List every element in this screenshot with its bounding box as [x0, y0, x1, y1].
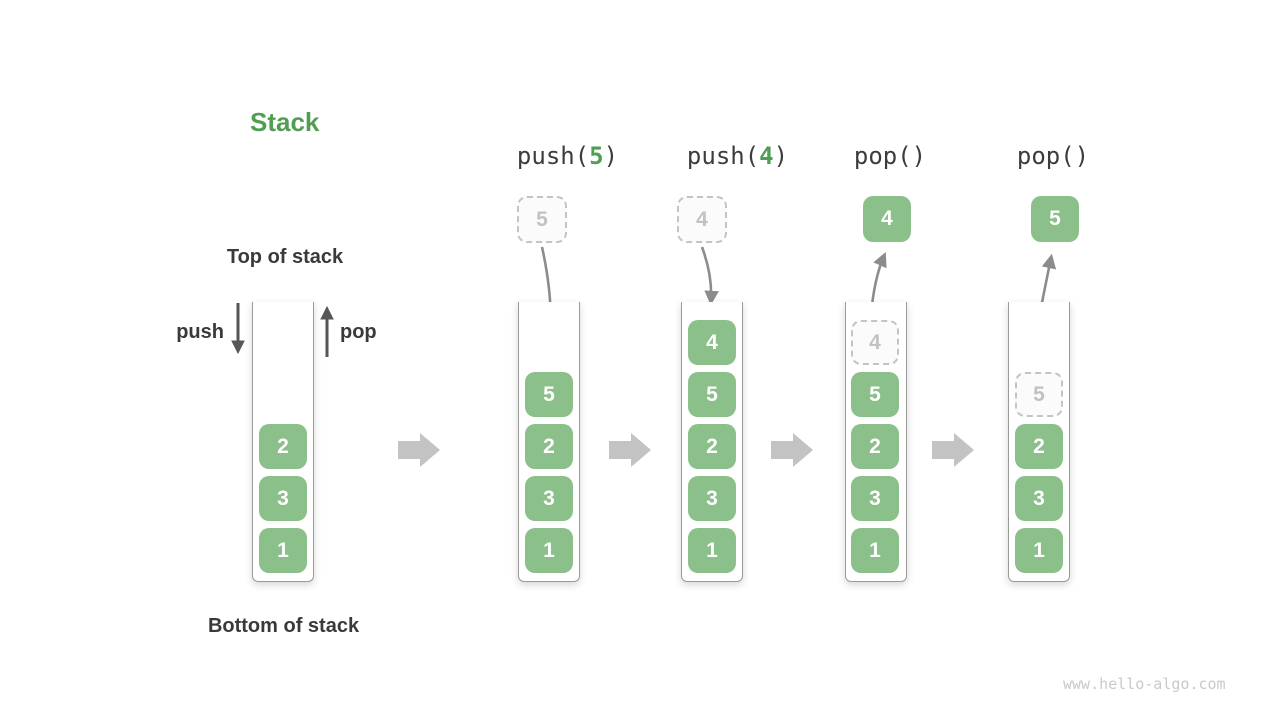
stack-cell: 2: [259, 424, 307, 469]
stack-cell: 3: [259, 476, 307, 521]
stack-cell: 2: [1015, 424, 1063, 469]
stack-cell: 3: [688, 476, 736, 521]
op-label-push-5: push(5): [500, 142, 635, 172]
push-label: push: [176, 321, 224, 343]
incoming-value-box: 5: [517, 196, 567, 243]
stack-cell: 1: [688, 528, 736, 573]
stage-transition-arrow-icon: [609, 433, 651, 467]
stack-cell: 1: [851, 528, 899, 573]
stack-cell: 5: [851, 372, 899, 417]
op-text: pop(): [1016, 142, 1090, 170]
stage-transition-arrow-icon: [771, 433, 813, 467]
stack-cell: 3: [1015, 476, 1063, 521]
op-arg: 4: [759, 142, 774, 170]
top-of-stack-label: Top of stack: [226, 246, 344, 268]
op-text: push(: [686, 142, 760, 170]
push4-flow-arrow-icon: [700, 246, 719, 306]
stack-cell: 1: [1015, 528, 1063, 573]
pop-label: pop: [340, 321, 377, 343]
stack-cell: 4: [688, 320, 736, 365]
stack-cell: 5: [688, 372, 736, 417]
stack-cell: 3: [851, 476, 899, 521]
stack-cell: 2: [851, 424, 899, 469]
removed-slot-box: 5: [1015, 372, 1063, 417]
popped-value-box: 5: [1031, 196, 1079, 242]
stack-cell: 2: [688, 424, 736, 469]
op-text: ): [603, 142, 619, 170]
removed-slot-box: 4: [851, 320, 899, 365]
incoming-value-box: 4: [677, 196, 727, 243]
op-label-pop-2: pop(): [993, 142, 1113, 172]
stack-cell: 3: [525, 476, 573, 521]
op-text: ): [773, 142, 789, 170]
stack-cell: 1: [525, 528, 573, 573]
op-text: push(: [516, 142, 590, 170]
op-label-pop-1: pop(): [830, 142, 950, 172]
diagram-title: Stack: [250, 107, 320, 137]
op-text: pop(): [853, 142, 927, 170]
popped-value-box: 4: [863, 196, 911, 242]
stage-transition-arrow-icon: [398, 433, 440, 467]
op-label-push-4: push(4): [670, 142, 805, 172]
watermark: www.hello-algo.com: [1063, 675, 1226, 693]
stack-cell: 1: [259, 528, 307, 573]
stack-cell: 2: [525, 424, 573, 469]
op-arg: 5: [589, 142, 604, 170]
stage-transition-arrow-icon: [932, 433, 974, 467]
stack-cell: 5: [525, 372, 573, 417]
bottom-of-stack-label: Bottom of stack: [207, 615, 360, 637]
